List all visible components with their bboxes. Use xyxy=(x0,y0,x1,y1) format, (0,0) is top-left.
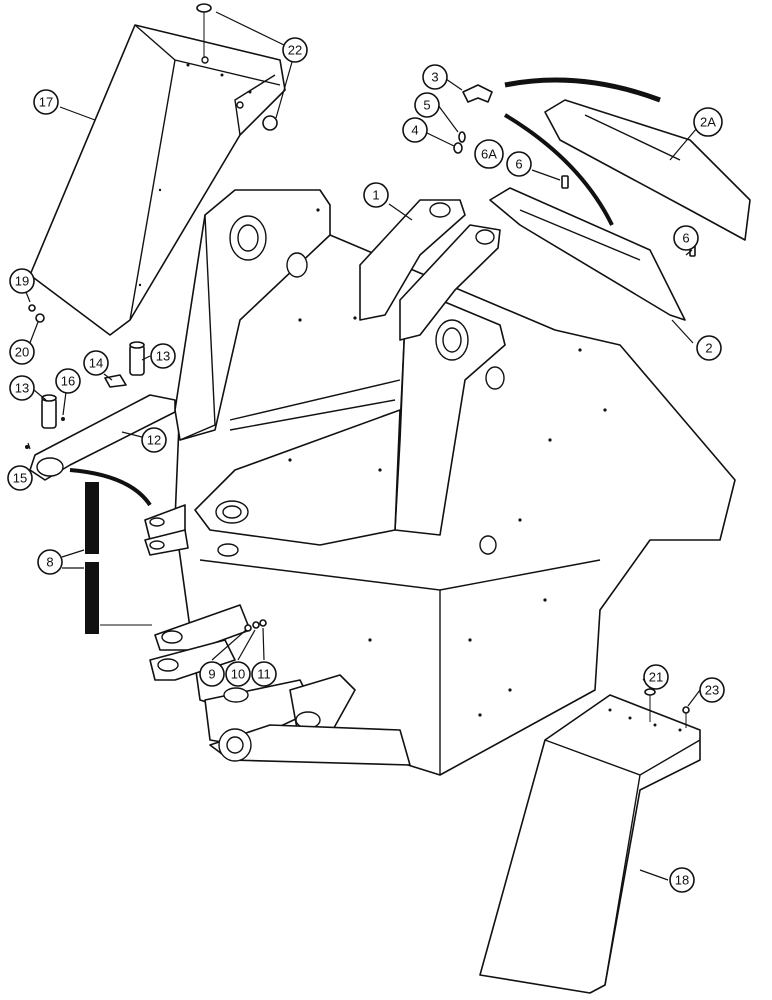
callout-4: 4 xyxy=(402,117,428,143)
svg-text:5: 5 xyxy=(423,98,430,113)
svg-text:23: 23 xyxy=(705,683,719,698)
svg-text:22: 22 xyxy=(288,43,302,58)
svg-text:18: 18 xyxy=(675,873,689,888)
bracket-1 xyxy=(359,199,501,341)
svg-text:6: 6 xyxy=(515,157,522,172)
svg-text:16: 16 xyxy=(61,374,75,389)
callout-21: 21 xyxy=(643,664,669,690)
plug-22 xyxy=(196,3,278,131)
svg-text:1: 1 xyxy=(372,188,379,203)
hardware-19-20 xyxy=(28,304,45,323)
svg-text:12: 12 xyxy=(147,433,161,448)
callout-23: 23 xyxy=(699,677,725,703)
callout-20: 20 xyxy=(9,339,35,365)
svg-text:2: 2 xyxy=(705,341,712,356)
svg-text:15: 15 xyxy=(13,471,27,486)
callout-6-lower: 6 xyxy=(673,225,699,251)
callout-15: 15 xyxy=(7,465,33,491)
svg-text:14: 14 xyxy=(89,356,103,371)
callout-1: 1 xyxy=(363,182,389,208)
callout-5: 5 xyxy=(414,92,440,118)
strips-8 xyxy=(85,482,152,634)
cover-18 xyxy=(479,694,701,994)
svg-text:20: 20 xyxy=(15,345,29,360)
callout-13-right: 13 xyxy=(150,343,176,369)
callout-11: 11 xyxy=(251,661,277,687)
svg-text:17: 17 xyxy=(39,95,53,110)
hardware-9-11 xyxy=(244,619,267,632)
callout-22: 22 xyxy=(282,37,308,63)
callout-2: 2 xyxy=(696,335,722,361)
svg-text:3: 3 xyxy=(431,70,438,85)
callout-12: 12 xyxy=(141,427,167,453)
callout-19: 19 xyxy=(9,268,35,294)
svg-text:11: 11 xyxy=(257,667,271,682)
callout-6: 6 xyxy=(506,151,532,177)
callout-10: 10 xyxy=(225,661,251,687)
callout-17: 17 xyxy=(33,89,59,115)
plate-2 xyxy=(489,187,686,321)
svg-text:21: 21 xyxy=(649,670,663,685)
svg-text:6: 6 xyxy=(682,231,689,246)
svg-text:13: 13 xyxy=(156,349,170,364)
svg-text:6A: 6A xyxy=(481,147,497,162)
loader-frame xyxy=(144,189,736,776)
cover-17 xyxy=(29,24,286,336)
callout-3: 3 xyxy=(422,64,448,90)
svg-text:4: 4 xyxy=(411,123,418,138)
callout-14: 14 xyxy=(83,350,109,376)
svg-text:9: 9 xyxy=(208,667,215,682)
svg-text:10: 10 xyxy=(231,667,245,682)
callout-13-left: 13 xyxy=(9,375,35,401)
callout-8: 8 xyxy=(37,549,63,575)
linkage-12 xyxy=(25,341,176,481)
callout-18: 18 xyxy=(669,867,695,893)
callout-16: 16 xyxy=(55,368,81,394)
callout-2a: 2A xyxy=(693,107,723,137)
svg-text:13: 13 xyxy=(15,381,29,396)
svg-text:8: 8 xyxy=(46,555,53,570)
callout-6a: 6A xyxy=(474,139,504,169)
callout-9: 9 xyxy=(199,661,225,687)
plate-2a xyxy=(544,99,751,241)
svg-text:2A: 2A xyxy=(700,115,716,130)
svg-text:19: 19 xyxy=(15,274,29,289)
